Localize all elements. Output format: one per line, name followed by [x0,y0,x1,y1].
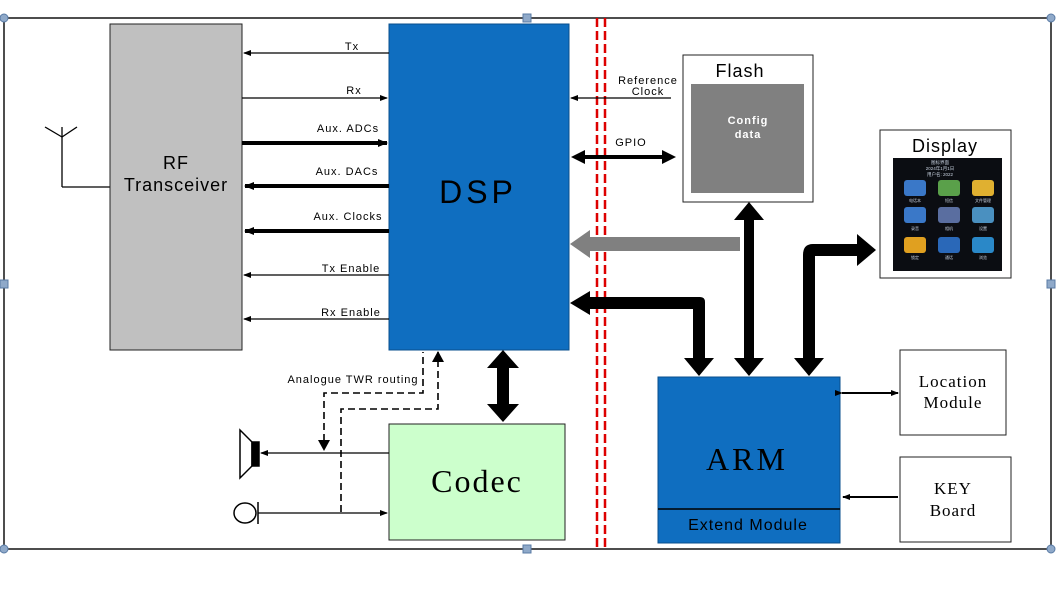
codec-label: Codec [431,463,523,499]
record-icon [904,207,926,223]
call-icon [938,237,960,253]
gpio-label: GPIO [615,137,647,149]
rx-enable-label: Rx Enable [321,307,381,319]
location-module-block [899,349,1007,436]
gray-bus-arrowhead [570,230,590,258]
folder-icon [972,180,994,196]
dsp-codec-bus [487,350,519,422]
display-header-line: 图标界面 [931,159,949,166]
twr-arrowhead-down [318,440,330,451]
display-icon-label: 文件管理 [975,197,991,203]
resize-handle[interactable] [0,544,9,554]
config-data-block [691,84,804,193]
rx-label: Rx [346,85,361,97]
resize-handle[interactable] [1046,544,1056,554]
display-icon-label: 锁定 [911,254,919,260]
browser-icon [972,237,994,253]
display-header-line: 2024年1月1日 [926,165,955,172]
resize-handle[interactable] [0,279,9,289]
antenna-icon [44,126,110,188]
extend-module-label: Extend Module [688,517,808,534]
resize-handle[interactable] [1046,13,1056,23]
camera-icon [938,207,960,223]
rf-dsp-signals: Tx Rx Aux. ADCs Aux. DACs Aux. Clocks Tx… [242,41,389,322]
display-header-line: 用户名: 2022 [927,171,954,178]
tx-enable-label: Tx Enable [322,263,381,275]
message-icon [938,180,960,196]
display-icon-label: 电话本 [909,197,921,203]
gpio-arrowhead-left [571,150,585,164]
gpio-arrowhead-right [662,150,676,164]
arm-block [657,376,841,544]
arm-display-bus [794,234,876,376]
flash-label: Flash [715,61,764,81]
resize-handle[interactable] [0,13,9,23]
domain-divider [595,18,607,549]
lock-icon [904,237,926,253]
microphone-icon [233,502,259,524]
dsp-block [388,23,570,351]
aux-dacs-label: Aux. DACs [316,166,379,178]
codec-block [388,423,566,541]
resize-handle[interactable] [522,544,532,554]
display-header: 图标界面 2024年1月1日 用户名: 2022 [926,159,955,178]
analogue-twr-label: Analogue TWR routing [287,374,418,386]
arm-flash-bus [734,202,764,376]
twr-arrowhead-up [432,351,444,362]
display-icons [904,180,994,253]
display-icon-label: 短信 [945,197,953,203]
display-icon-label: 通话 [945,254,953,260]
gray-bus-shaft [588,237,740,251]
display-icon-label: 设置 [979,225,987,231]
keyboard-block [899,456,1012,543]
speaker-icon [239,428,260,480]
display-icon-labels: 电话本 短信 文件管理 录音 相机 设置 锁定 通话 浏览 [909,197,991,260]
dsp-label: DSP [439,174,517,210]
display-icon-label: 浏览 [979,254,987,260]
aux-clocks-label: Aux. Clocks [313,211,382,223]
arm-dsp-bus [570,291,714,376]
settings-icon [972,207,994,223]
rf-transceiver-block [109,23,243,351]
display-icon-label: 录音 [911,225,919,231]
tx-label: Tx [345,41,359,53]
arm-label: ARM [706,441,788,477]
aux-adcs-label: Aux. ADCs [317,123,379,135]
resize-handle[interactable] [522,13,532,23]
display-label: Display [912,136,978,156]
phonebook-icon [904,180,926,196]
analogue-twr-routing [323,352,439,512]
display-icon-label: 相机 [945,225,953,231]
resize-handles[interactable] [0,13,1056,554]
resize-handle[interactable] [1046,279,1056,289]
